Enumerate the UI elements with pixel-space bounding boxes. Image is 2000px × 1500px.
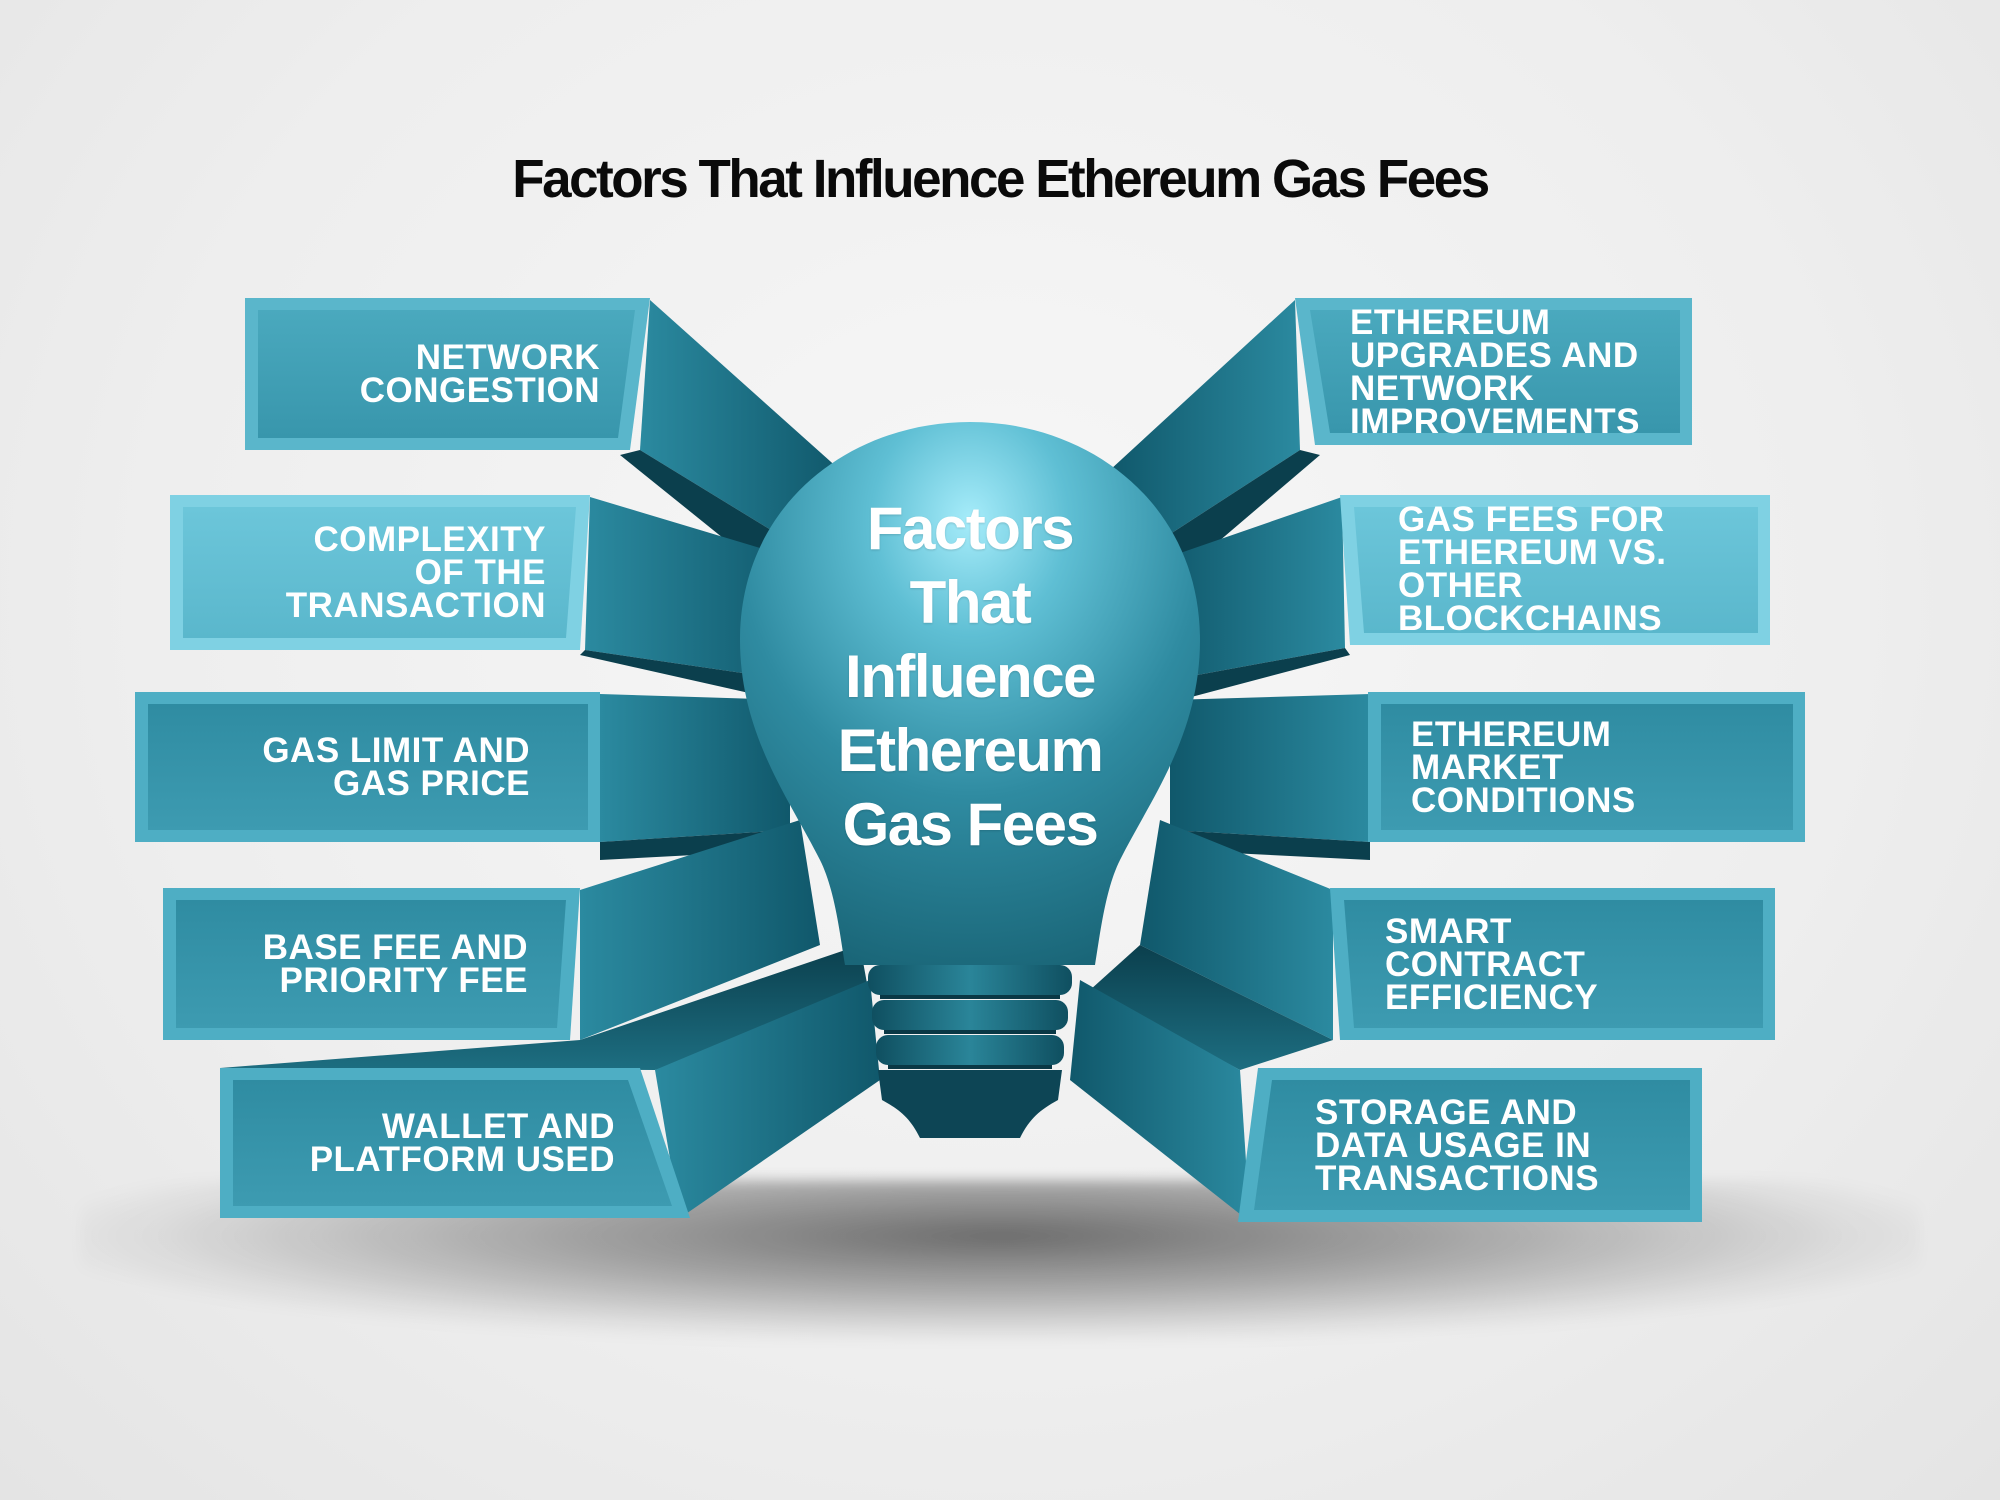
panel-shape-left-5: [220, 1068, 690, 1218]
factor-label: ETHEREUM MARKET CONDITIONS: [1411, 714, 1636, 820]
factor-label: GAS FEES FOR ETHEREUM VS. OTHER BLOCKCHA…: [1398, 500, 1667, 638]
panel-shape-right-4: [1330, 888, 1775, 1040]
lightbulb-icon: [740, 422, 1200, 1138]
factor-storage-and-data-usage: STORAGE AND DATA USAGE IN TRANSACTIONS: [1315, 1080, 1690, 1210]
factor-ethereum-market-conditions: ETHEREUM MARKET CONDITIONS: [1411, 704, 1791, 830]
panel-shape-right-5: [1238, 1068, 1702, 1222]
factor-network-congestion: NETWORK CONGESTION: [258, 310, 600, 438]
factor-label: NETWORK CONGESTION: [359, 338, 600, 410]
panel-shape-right-1: [1295, 298, 1692, 445]
panel-shape-right-2: [1340, 495, 1770, 645]
panel-shape-left-2: [170, 495, 590, 650]
factor-label: WALLET AND PLATFORM USED: [309, 1107, 615, 1179]
factor-label: ETHEREUM UPGRADES AND NETWORK IMPROVEMEN…: [1350, 303, 1640, 441]
factor-label: COMPLEXITY OF THE TRANSACTION: [285, 520, 546, 625]
factor-ethereum-upgrades: ETHEREUM UPGRADES AND NETWORK IMPROVEMEN…: [1350, 303, 1680, 441]
factor-label: STORAGE AND DATA USAGE IN TRANSACTIONS: [1315, 1092, 1600, 1198]
panel-shape-left-3: [135, 692, 600, 842]
factor-base-and-priority-fee: BASE FEE AND PRIORITY FEE: [176, 900, 528, 1028]
panel-shape-right-3: [1368, 692, 1805, 842]
factor-wallet-and-platform: WALLET AND PLATFORM USED: [233, 1080, 615, 1206]
factor-smart-contract-efficiency: SMART CONTRACT EFFICIENCY: [1385, 900, 1763, 1028]
page-title: Factors That Influence Ethereum Gas Fees: [512, 149, 1490, 209]
factor-complexity-of-transaction: COMPLEXITY OF THE TRANSACTION: [183, 507, 546, 638]
panel-shape-left-4: [163, 888, 580, 1040]
panel-shape-left-1: [245, 298, 650, 450]
bulb-center-label: Factors That Influence Ethereum Gas Fees: [837, 495, 1104, 858]
factor-label: GAS LIMIT AND GAS PRICE: [262, 731, 530, 803]
factor-gas-limit-and-price: GAS LIMIT AND GAS PRICE: [148, 704, 530, 830]
factor-ethereum-vs-other-blockchains: GAS FEES FOR ETHEREUM VS. OTHER BLOCKCHA…: [1398, 500, 1758, 638]
factor-label: SMART CONTRACT EFFICIENCY: [1385, 911, 1599, 1017]
factor-label: BASE FEE AND PRIORITY FEE: [262, 928, 528, 1000]
